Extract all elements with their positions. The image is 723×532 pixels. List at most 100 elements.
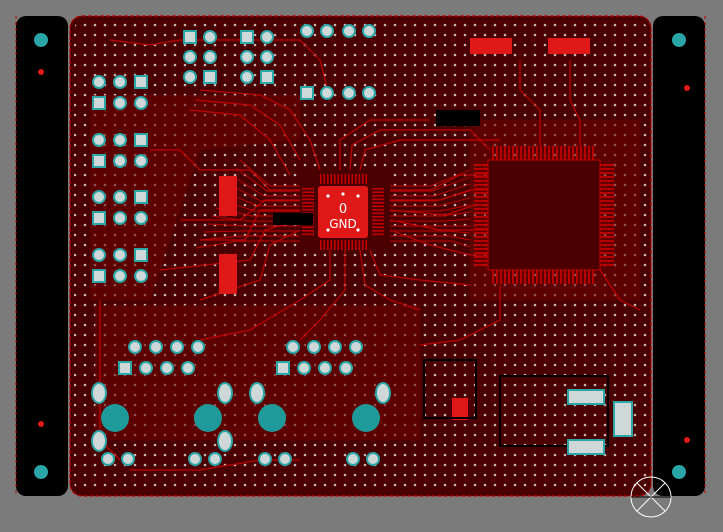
oval-pad[interactable] — [375, 382, 391, 404]
th-pad-round[interactable] — [203, 30, 217, 44]
th-pad-round[interactable] — [113, 75, 127, 89]
smd-pad[interactable] — [548, 38, 590, 54]
qfp-chip[interactable] — [474, 146, 614, 284]
dark-pad — [436, 110, 480, 126]
smd-pad[interactable] — [470, 38, 512, 54]
th-pad-round[interactable] — [320, 24, 334, 38]
th-pad-square[interactable] — [134, 248, 148, 262]
crossed-circle-icon — [630, 476, 672, 518]
th-pad-round[interactable] — [92, 248, 106, 262]
th-pad-round[interactable] — [260, 30, 274, 44]
th-pad-round[interactable] — [362, 86, 376, 100]
th-pad-square[interactable] — [92, 96, 106, 110]
mount-pad[interactable] — [194, 404, 222, 432]
th-pad-round[interactable] — [286, 340, 300, 354]
th-pad-round[interactable] — [191, 340, 205, 354]
oval-pad[interactable] — [249, 382, 265, 404]
th-pad-round[interactable] — [183, 70, 197, 84]
th-pad-round[interactable] — [346, 452, 360, 466]
th-pad-square[interactable] — [300, 86, 314, 100]
th-pad-round[interactable] — [92, 190, 106, 204]
th-pad-round[interactable] — [183, 50, 197, 64]
mcu-chip[interactable]: 0 GND — [300, 170, 390, 250]
th-pad-round[interactable] — [128, 340, 142, 354]
th-pad-round[interactable] — [121, 452, 135, 466]
th-pad-round[interactable] — [260, 50, 274, 64]
rail-hole — [34, 33, 48, 47]
th-pad-round[interactable] — [188, 452, 202, 466]
mount-pad[interactable] — [101, 404, 129, 432]
th-pad-square[interactable] — [134, 133, 148, 147]
chip-pin-label: 0 — [339, 202, 347, 217]
th-pad-round[interactable] — [113, 248, 127, 262]
th-pad-round[interactable] — [328, 340, 342, 354]
th-pad-round[interactable] — [170, 340, 184, 354]
th-pad-round[interactable] — [134, 96, 148, 110]
th-pad-round[interactable] — [240, 70, 254, 84]
th-pad-round[interactable] — [258, 452, 272, 466]
th-pad-round[interactable] — [342, 86, 356, 100]
oval-pad[interactable] — [217, 382, 233, 404]
th-pad-square[interactable] — [203, 70, 217, 84]
th-pad-round[interactable] — [139, 361, 153, 375]
mount-pad[interactable] — [258, 404, 286, 432]
right-rail — [653, 16, 705, 496]
th-pad-round[interactable] — [297, 361, 311, 375]
resistor-pad[interactable] — [452, 398, 468, 420]
th-pad-round[interactable] — [160, 361, 174, 375]
th-pad-round[interactable] — [134, 211, 148, 225]
th-pad-round[interactable] — [320, 86, 334, 100]
th-pad-round[interactable] — [134, 154, 148, 168]
th-pad-square[interactable] — [118, 361, 132, 375]
th-pad-round[interactable] — [300, 24, 314, 38]
th-pad-round[interactable] — [307, 340, 321, 354]
th-pad-square[interactable] — [260, 70, 274, 84]
th-pad-square[interactable] — [240, 30, 254, 44]
silk-pad[interactable] — [613, 401, 633, 437]
th-pad-square[interactable] — [92, 154, 106, 168]
th-pad-round[interactable] — [339, 361, 353, 375]
th-pad-round[interactable] — [113, 154, 127, 168]
rail-fiducial — [684, 437, 690, 443]
th-pad-round[interactable] — [362, 24, 376, 38]
th-pad-round[interactable] — [278, 452, 292, 466]
th-pad-square[interactable] — [276, 361, 290, 375]
silk-pad[interactable] — [567, 389, 605, 405]
th-pad-round[interactable] — [318, 361, 332, 375]
th-pad-round[interactable] — [149, 340, 163, 354]
th-pad-round[interactable] — [113, 269, 127, 283]
th-pad-round[interactable] — [240, 50, 254, 64]
th-pad-round[interactable] — [92, 75, 106, 89]
th-pad-round[interactable] — [342, 24, 356, 38]
th-pad-round[interactable] — [349, 340, 363, 354]
th-pad-round[interactable] — [101, 452, 115, 466]
th-pad-round[interactable] — [134, 269, 148, 283]
oval-pad[interactable] — [91, 382, 107, 404]
mount-pad[interactable] — [352, 404, 380, 432]
left-rail — [16, 16, 68, 496]
rail-fiducial — [684, 85, 690, 91]
th-pad-square[interactable] — [92, 211, 106, 225]
th-pad-square[interactable] — [183, 30, 197, 44]
th-pad-square[interactable] — [92, 269, 106, 283]
th-pad-round[interactable] — [208, 452, 222, 466]
resistor-pad[interactable] — [219, 176, 237, 216]
resistor-pad[interactable] — [219, 254, 237, 294]
th-pad-round[interactable] — [203, 50, 217, 64]
th-pad-round[interactable] — [92, 133, 106, 147]
oval-pad[interactable] — [91, 430, 107, 452]
th-pad-round[interactable] — [113, 96, 127, 110]
th-pad-round[interactable] — [181, 361, 195, 375]
component-outline — [499, 375, 609, 447]
th-pad-square[interactable] — [134, 190, 148, 204]
silk-pad[interactable] — [567, 439, 605, 455]
th-pad-round[interactable] — [113, 211, 127, 225]
rail-fiducial — [38, 69, 44, 75]
oval-pad[interactable] — [217, 430, 233, 452]
th-pad-round[interactable] — [113, 190, 127, 204]
th-pad-round[interactable] — [366, 452, 380, 466]
th-pad-square[interactable] — [134, 75, 148, 89]
th-pad-round[interactable] — [113, 133, 127, 147]
